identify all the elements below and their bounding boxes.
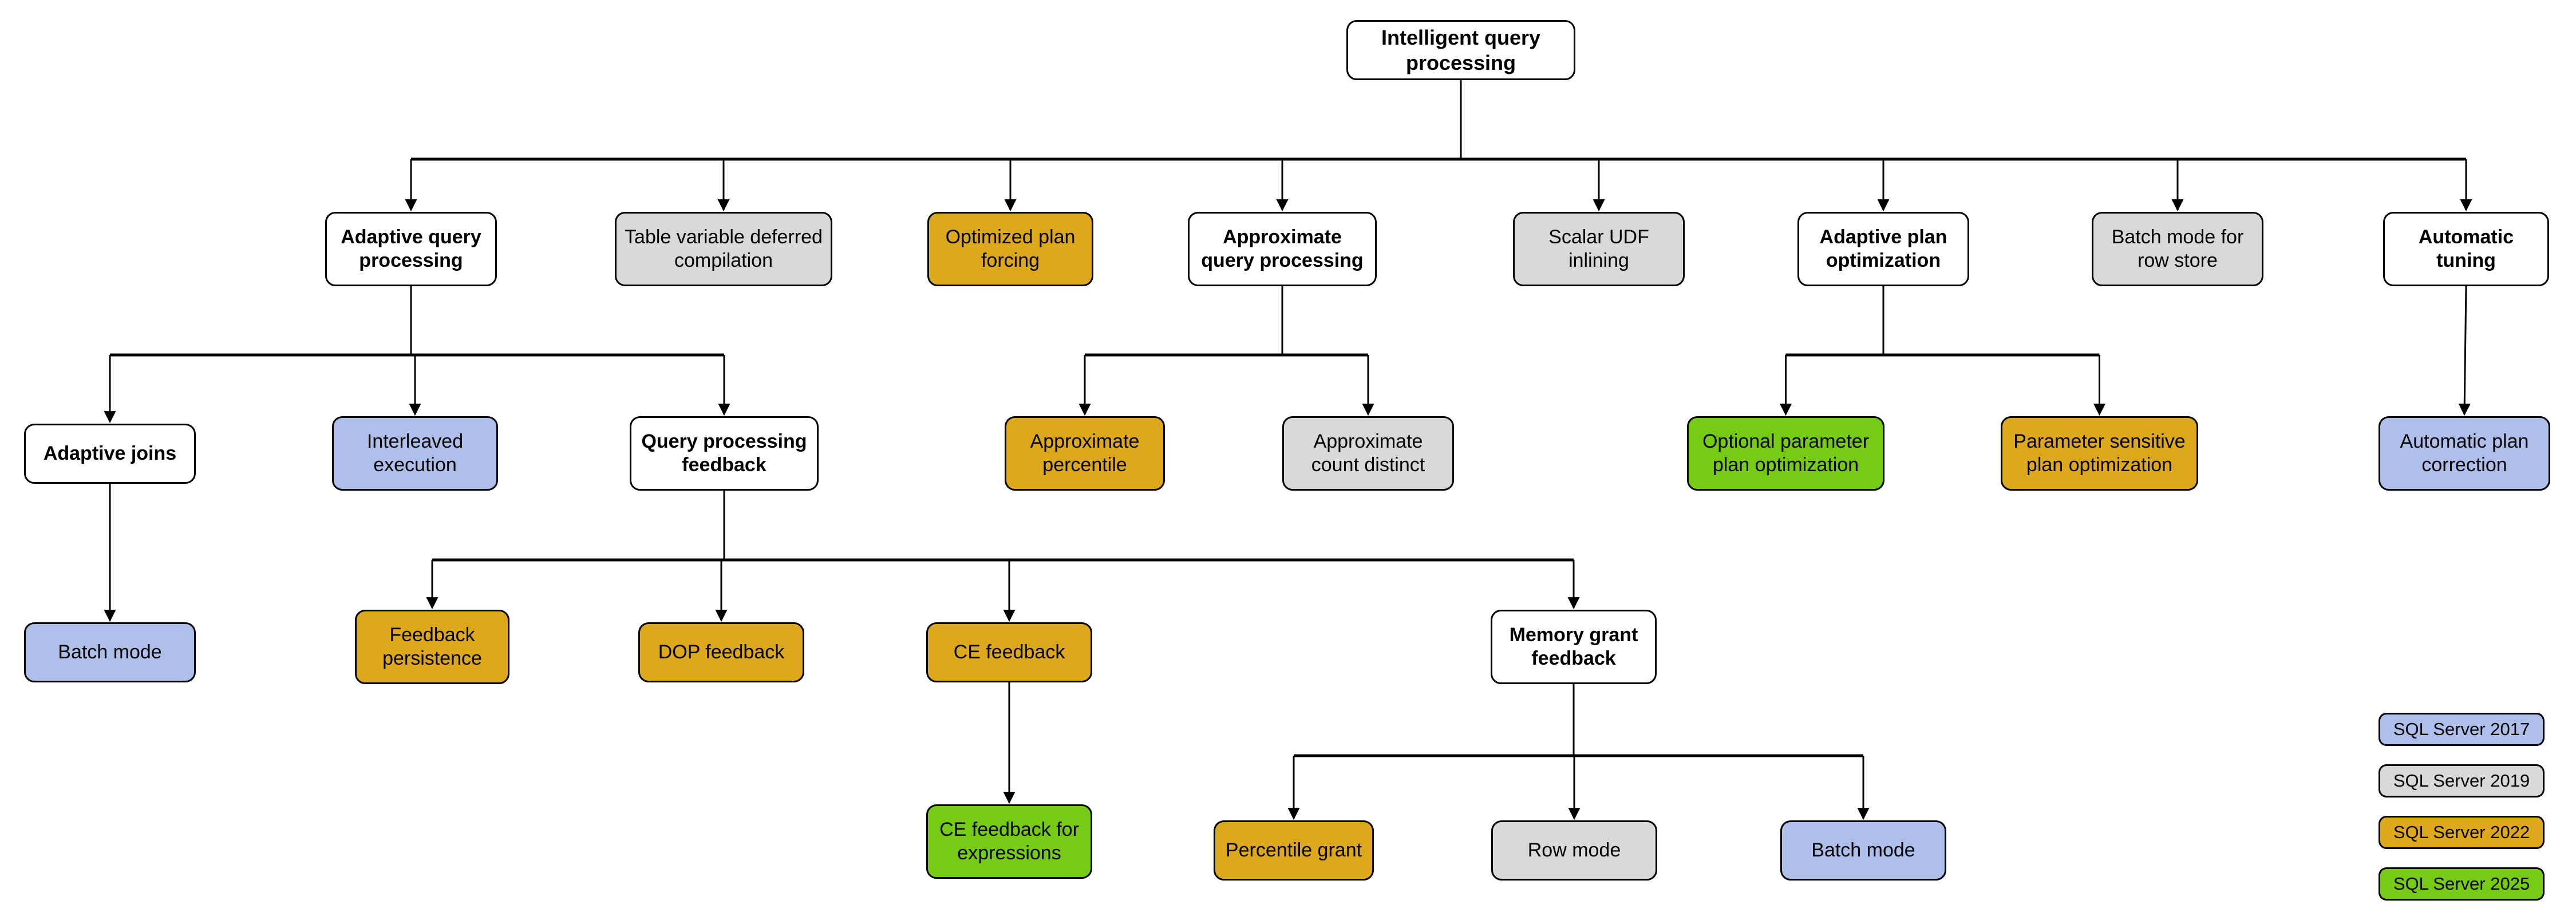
node-root[interactable]: Intelligent query processing: [1346, 20, 1575, 80]
node-batchmode1[interactable]: Batch mode: [24, 622, 196, 682]
legend-item-sql-server-2025: SQL Server 2025: [2379, 867, 2545, 901]
node-qpf[interactable]: Query processing feedback: [630, 416, 819, 491]
node-opf[interactable]: Optimized plan forcing: [927, 212, 1093, 286]
node-cefbexpr[interactable]: CE feedback for expressions: [926, 804, 1092, 879]
legend-item-sql-server-2019: SQL Server 2019: [2379, 764, 2545, 797]
node-apc[interactable]: Automatic plan correction: [2379, 416, 2550, 491]
node-scalarudf[interactable]: Scalar UDF inlining: [1513, 212, 1685, 286]
node-batchmode2[interactable]: Batch mode: [1780, 820, 1946, 881]
node-pctgrant[interactable]: Percentile grant: [1214, 820, 1374, 881]
node-bmrs[interactable]: Batch mode for row store: [2092, 212, 2263, 286]
node-interleaved[interactable]: Interleaved execution: [332, 416, 498, 491]
node-pspo[interactable]: Parameter sensitive plan optimization: [2001, 416, 2198, 491]
node-apo[interactable]: Adaptive plan optimization: [1797, 212, 1969, 286]
node-approxpct[interactable]: Approximate percentile: [1005, 416, 1165, 491]
edge-autotune-to-apc: [2458, 286, 2471, 416]
node-mgf[interactable]: Memory grant feedback: [1491, 610, 1657, 684]
node-rowmode[interactable]: Row mode: [1491, 820, 1657, 881]
node-aqp[interactable]: Adaptive query processing: [325, 212, 497, 286]
legend-item-sql-server-2017: SQL Server 2017: [2379, 713, 2545, 746]
node-autotune[interactable]: Automatic tuning: [2383, 212, 2549, 286]
node-tvdc[interactable]: Table variable deferred compilation: [615, 212, 832, 286]
node-oppo[interactable]: Optional parameter plan optimization: [1687, 416, 1884, 491]
node-cefeedback[interactable]: CE feedback: [926, 622, 1092, 682]
legend-item-sql-server-2022: SQL Server 2022: [2379, 816, 2545, 849]
node-approxcd[interactable]: Approximate count distinct: [1282, 416, 1454, 491]
node-adaptivejoins[interactable]: Adaptive joins: [24, 424, 196, 484]
node-approxqp[interactable]: Approximate query processing: [1188, 212, 1377, 286]
node-dopfeedback[interactable]: DOP feedback: [638, 622, 804, 682]
node-feedbackpersist[interactable]: Feedback persistence: [355, 610, 509, 684]
